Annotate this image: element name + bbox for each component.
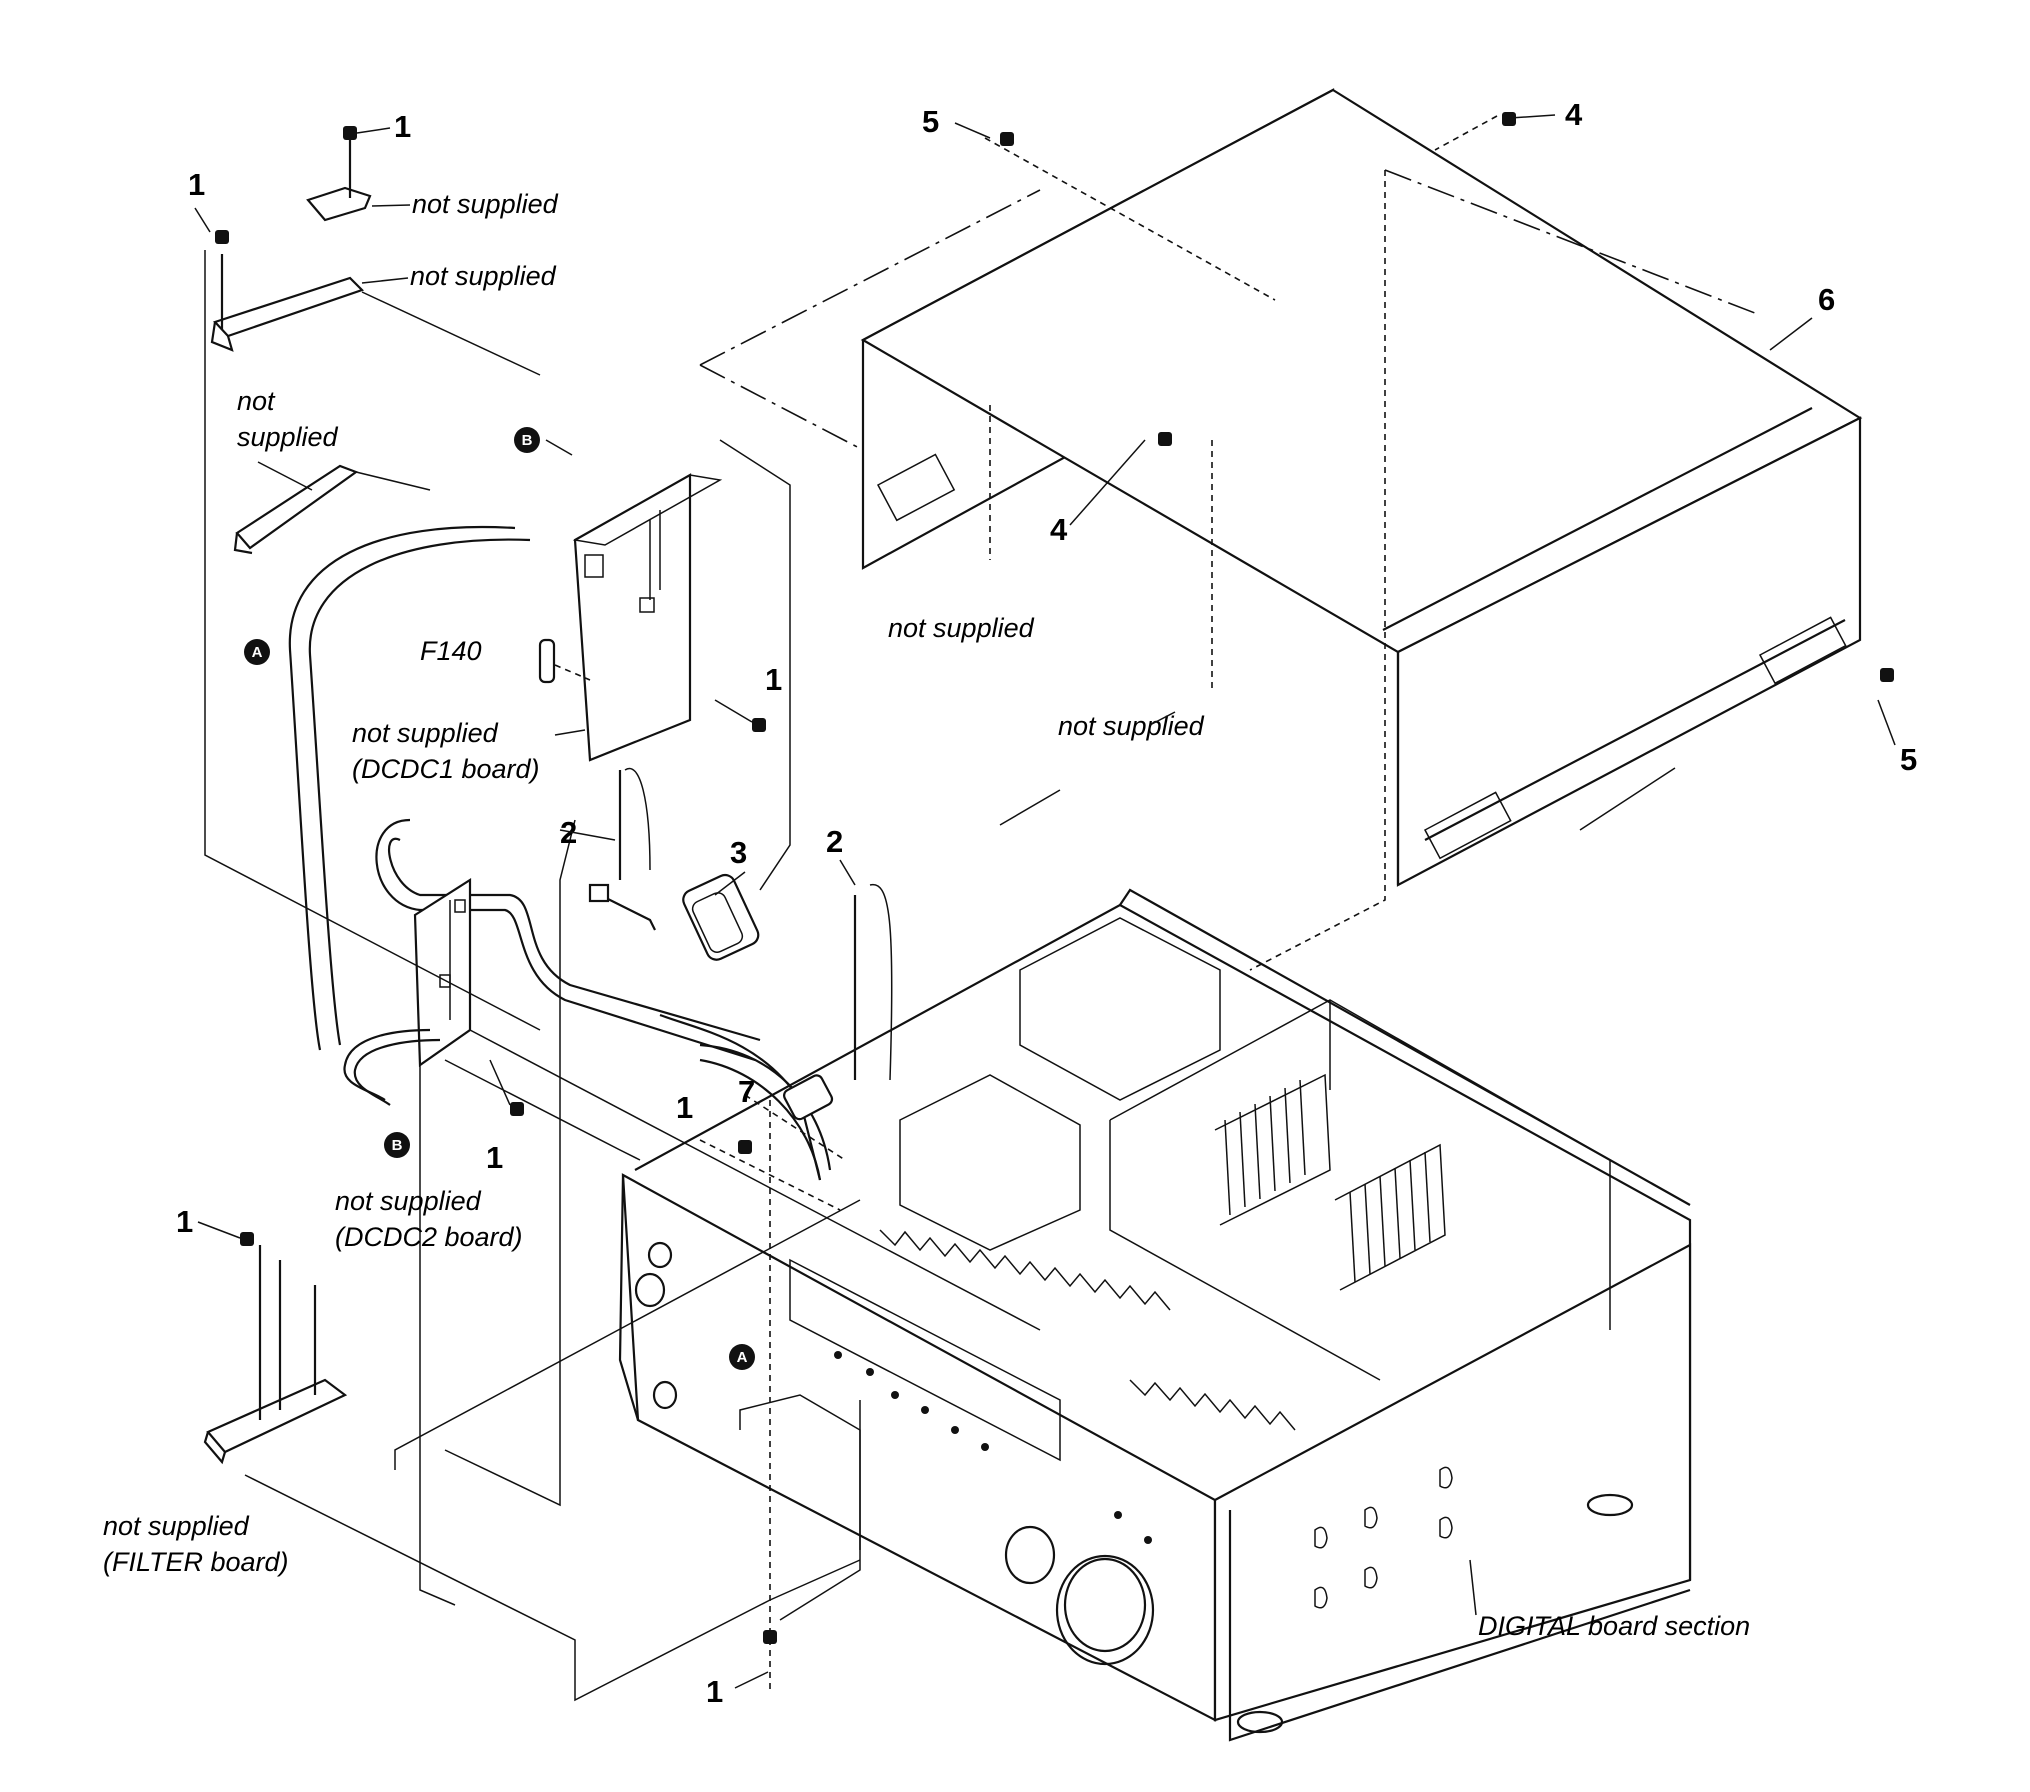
label-not-supplied-1: not supplied bbox=[412, 189, 559, 219]
assembly-guides bbox=[204, 250, 1041, 1702]
callout-2-left: 2 bbox=[560, 815, 577, 850]
label-not-supplied-dcdc1: not supplied bbox=[352, 718, 499, 748]
callout-4-top: 4 bbox=[1565, 97, 1583, 132]
callout-1-bottom: 1 bbox=[706, 1674, 723, 1709]
filter-board bbox=[203, 1232, 348, 1465]
callout-1-dcdc1: 1 bbox=[765, 662, 782, 697]
marker-b-top bbox=[514, 427, 540, 453]
label-dcdc1-board: (DCDC1 board) bbox=[352, 754, 540, 784]
dcdc2-board bbox=[343, 877, 524, 1116]
wire-harness bbox=[288, 525, 832, 1181]
marker-b-top-text: B bbox=[522, 432, 533, 449]
callout-5-right: 5 bbox=[1900, 742, 1917, 777]
callout-1-top: 1 bbox=[394, 109, 411, 144]
callout-1-front: 1 bbox=[676, 1090, 693, 1125]
cover-guides bbox=[699, 115, 1761, 971]
marker-a-front bbox=[729, 1344, 755, 1370]
dcdc1-board bbox=[538, 473, 766, 762]
callout-5-top: 5 bbox=[922, 104, 939, 139]
top-cover bbox=[860, 88, 1863, 887]
screws bbox=[738, 112, 1894, 1154]
callout-1-left: 1 bbox=[188, 167, 205, 202]
brackets bbox=[210, 126, 372, 555]
callout-6: 6 bbox=[1818, 282, 1835, 317]
label-filter-board: (FILTER board) bbox=[103, 1547, 289, 1577]
label-digital-board-section: DIGITAL board section bbox=[1478, 1611, 1750, 1641]
label-dcdc2-board: (DCDC2 board) bbox=[335, 1222, 523, 1252]
callout-7: 7 bbox=[738, 1074, 755, 1109]
callout-1-dcdc2: 1 bbox=[486, 1140, 503, 1175]
marker-b-bottom-text: B bbox=[392, 1137, 403, 1154]
label-not: not bbox=[237, 386, 276, 416]
callout-2-right: 2 bbox=[826, 824, 843, 859]
callout-4-mid: 4 bbox=[1050, 512, 1068, 547]
label-not-supplied-dcdc2: not supplied bbox=[335, 1186, 482, 1216]
marker-b-bottom bbox=[384, 1132, 410, 1158]
label-not-supplied-filter: not supplied bbox=[103, 1511, 250, 1541]
annotations: not supplied not supplied not supplied n… bbox=[103, 97, 1917, 1709]
callout-1-filter: 1 bbox=[176, 1204, 193, 1239]
label-supplied: supplied bbox=[237, 422, 339, 452]
label-not-supplied-4: not supplied bbox=[1058, 711, 1205, 741]
label-not-supplied-3: not supplied bbox=[888, 613, 1035, 643]
main-chassis bbox=[618, 888, 1692, 1742]
small-parts bbox=[588, 767, 893, 1121]
marker-a-front-text: A bbox=[737, 1349, 748, 1366]
label-not-supplied-2: not supplied bbox=[410, 261, 557, 291]
label-fuse-f140: F140 bbox=[420, 636, 482, 666]
marker-a-left-text: A bbox=[252, 644, 263, 661]
callout-3: 3 bbox=[730, 835, 747, 870]
marker-a-left bbox=[244, 639, 270, 665]
